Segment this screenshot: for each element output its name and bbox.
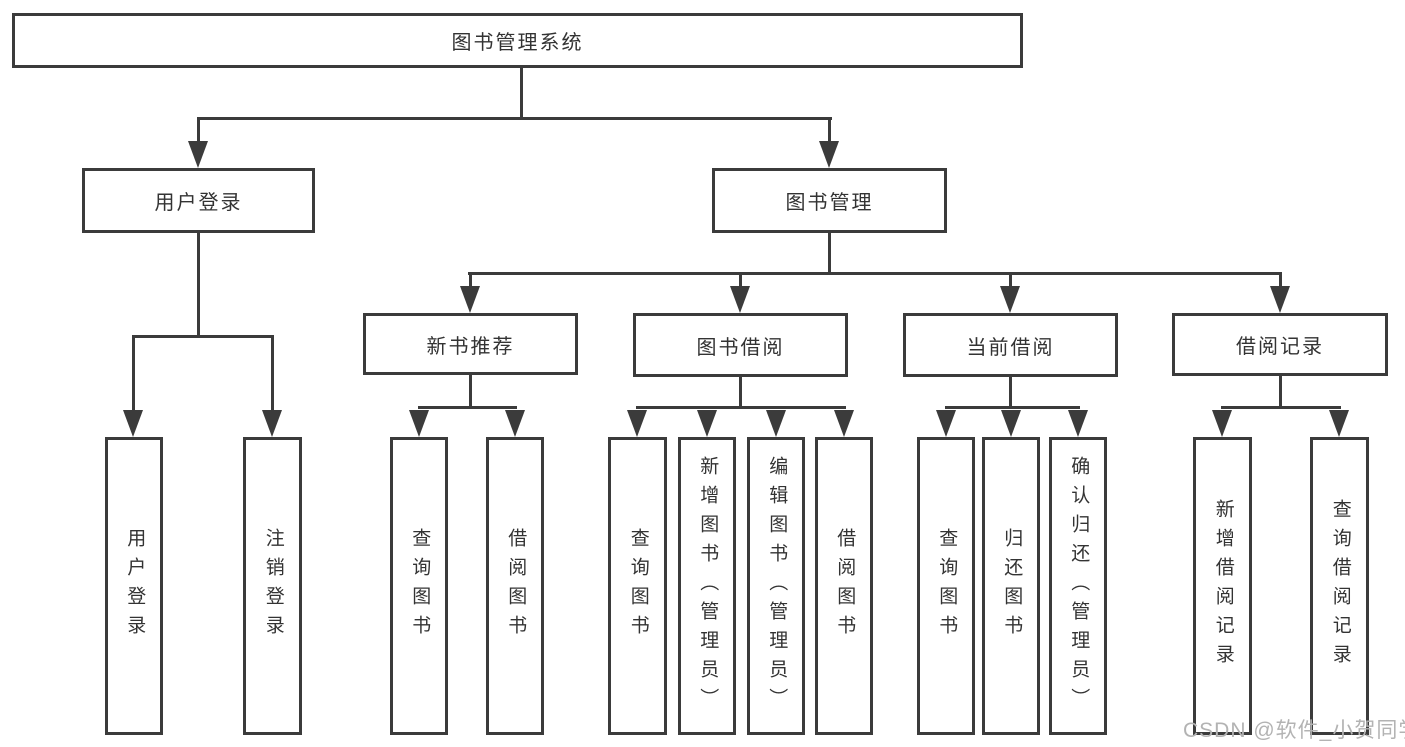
node-book-borrow-label: 图书借阅 bbox=[696, 336, 785, 359]
leaf-borrow-borrow-books-label: 借阅图书 bbox=[834, 528, 856, 644]
arrowhead-down-icon bbox=[1270, 286, 1290, 313]
leaf-newbook-query-books: 查询图书 bbox=[390, 437, 448, 735]
connector-vline bbox=[1279, 374, 1282, 409]
arrowhead-down-icon bbox=[1068, 410, 1088, 437]
node-root: 图书管理系统 bbox=[12, 13, 1023, 68]
arrowhead-down-icon bbox=[936, 410, 956, 437]
arrowhead-down-icon bbox=[505, 410, 525, 437]
arrowhead-down-icon bbox=[460, 286, 480, 313]
arrowhead-down-icon bbox=[766, 410, 786, 437]
leaf-current-return-books: 归还图书 bbox=[982, 437, 1040, 735]
connector-vline bbox=[197, 117, 200, 145]
connector-vline bbox=[828, 117, 831, 145]
arrowhead-down-icon bbox=[188, 141, 208, 168]
node-current-borrow-label: 当前借阅 bbox=[966, 336, 1055, 359]
connector-vline bbox=[469, 272, 472, 290]
arrowhead-down-icon bbox=[262, 410, 282, 437]
arrowhead-down-icon bbox=[697, 410, 717, 437]
leaf-borrow-query-books: 查询图书 bbox=[608, 437, 667, 735]
leaf-current-confirm-return-admin: 确认归还（管理员） bbox=[1049, 437, 1107, 735]
arrowhead-down-icon bbox=[409, 410, 429, 437]
leaf-user-login: 用户登录 bbox=[105, 437, 163, 735]
connector-hline bbox=[197, 117, 832, 120]
arrowhead-down-icon bbox=[730, 286, 750, 313]
leaf-borrow-add-books-admin: 新增图书（管理员） bbox=[678, 437, 736, 735]
leaf-current-query-books: 查询图书 bbox=[917, 437, 975, 735]
leaf-current-query-books-label: 查询图书 bbox=[936, 528, 958, 644]
node-user-login-label: 用户登录 bbox=[154, 192, 243, 214]
leaf-logout: 注销登录 bbox=[243, 437, 302, 735]
node-borrow-records: 借阅记录 bbox=[1172, 313, 1388, 376]
connector-vline bbox=[1009, 272, 1012, 290]
arrowhead-down-icon bbox=[1329, 410, 1349, 437]
connector-vline bbox=[132, 335, 135, 415]
leaf-records-query-record: 查询借阅记录 bbox=[1310, 437, 1369, 735]
connector-vline bbox=[1009, 375, 1012, 409]
connector-hline bbox=[636, 406, 846, 409]
leaf-newbook-borrow-books-label: 借阅图书 bbox=[505, 528, 527, 644]
connector-vline bbox=[1279, 272, 1282, 290]
leaf-records-add-record: 新增借阅记录 bbox=[1193, 437, 1252, 735]
node-borrow-records-label: 借阅记录 bbox=[1236, 336, 1324, 358]
connector-vline bbox=[197, 231, 200, 338]
connector-vline bbox=[469, 373, 472, 409]
arrowhead-down-icon bbox=[1001, 410, 1021, 437]
node-book-management: 图书管理 bbox=[712, 168, 947, 233]
connector-vline bbox=[271, 335, 274, 415]
leaf-borrow-query-books-label: 查询图书 bbox=[627, 528, 649, 644]
connector-hline bbox=[418, 406, 517, 409]
connector-hline bbox=[1221, 406, 1341, 409]
watermark: CSDN @软件_小贺同学 bbox=[1183, 719, 1405, 742]
node-root-label: 图书管理系统 bbox=[451, 32, 584, 54]
leaf-records-add-record-label: 新增借阅记录 bbox=[1212, 499, 1234, 673]
leaf-current-confirm-return-admin-label: 确认归还（管理员） bbox=[1068, 455, 1090, 717]
node-book-borrow: 图书借阅 bbox=[633, 313, 848, 377]
connector-vline bbox=[520, 66, 523, 120]
arrowhead-down-icon bbox=[819, 141, 839, 168]
node-current-borrow: 当前借阅 bbox=[903, 313, 1118, 377]
leaf-borrow-edit-books-admin-label: 编辑图书（管理员） bbox=[766, 455, 788, 717]
node-user-login: 用户登录 bbox=[82, 168, 315, 233]
node-book-management-label: 图书管理 bbox=[785, 192, 874, 214]
leaf-newbook-query-books-label: 查询图书 bbox=[409, 528, 431, 644]
connector-vline bbox=[739, 272, 742, 290]
leaf-current-return-books-label: 归还图书 bbox=[1001, 528, 1023, 644]
connector-hline bbox=[132, 335, 274, 338]
node-new-book-recommend-label: 新书推荐 bbox=[426, 335, 515, 358]
leaf-borrow-edit-books-admin: 编辑图书（管理员） bbox=[747, 437, 805, 735]
connector-vline bbox=[739, 375, 742, 409]
arrowhead-down-icon bbox=[1212, 410, 1232, 437]
arrowhead-down-icon bbox=[1000, 286, 1020, 313]
leaf-borrow-borrow-books: 借阅图书 bbox=[815, 437, 873, 735]
leaf-records-query-record-label: 查询借阅记录 bbox=[1329, 499, 1351, 673]
node-new-book-recommend: 新书推荐 bbox=[363, 313, 578, 375]
connector-vline bbox=[828, 231, 831, 275]
arrowhead-down-icon bbox=[627, 410, 647, 437]
arrowhead-down-icon bbox=[834, 410, 854, 437]
leaf-borrow-add-books-admin-label: 新增图书（管理员） bbox=[697, 455, 719, 717]
arrowhead-down-icon bbox=[123, 410, 143, 437]
connector-hline bbox=[945, 406, 1080, 409]
leaf-user-login-label: 用户登录 bbox=[124, 528, 146, 644]
connector-hline bbox=[468, 272, 1282, 275]
leaf-newbook-borrow-books: 借阅图书 bbox=[486, 437, 544, 735]
leaf-logout-label: 注销登录 bbox=[262, 528, 284, 644]
